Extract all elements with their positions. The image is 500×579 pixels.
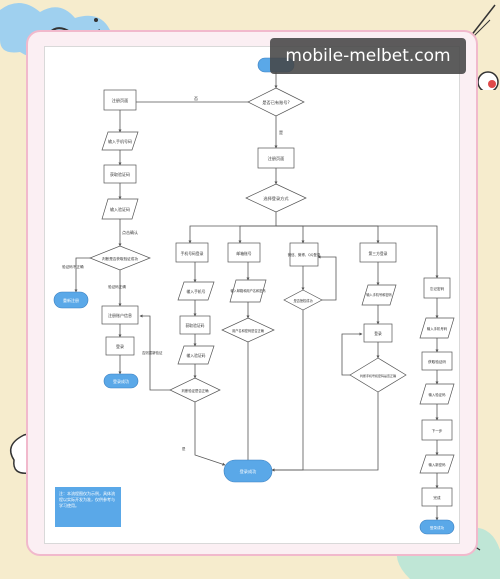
m4-input-label: 输入手机号和密码 (366, 292, 392, 297)
m1-code-label: 获取验证码 (186, 323, 205, 328)
left-end-ok-label: 登录成功 (113, 378, 129, 384)
left-no-label: 验证码不正确 (62, 264, 84, 269)
leaf-decoration-top-right (449, 4, 499, 90)
left-input-code-label: 输入验证码 (110, 206, 130, 212)
left-login (105, 336, 135, 356)
note-box: 注：本流程图仅为示例，具体流程以实际开发为准，仅供参考与学习使用。 (55, 487, 121, 527)
branch-no-label: 否 (194, 96, 198, 101)
right-step1 (423, 277, 451, 299)
right-step7-label: 完成 (433, 495, 441, 500)
left-verify-label: 点击确认 (122, 229, 138, 235)
method-phone-label: 手机号码登录 (181, 251, 204, 256)
left-input-phone-label: 输入手机号码 (108, 138, 132, 144)
method-email-label: 邮箱账号 (236, 251, 251, 256)
m4-login-label: 登录 (374, 331, 382, 336)
left-end-ok (103, 373, 139, 389)
right-step3-label: 获取验证码 (428, 359, 446, 364)
method-thirdparty-label: 第三方登录 (369, 251, 388, 256)
right-step5-label: 下一步 (432, 428, 443, 433)
left-fill-info-label: 注册账户信息 (108, 312, 132, 318)
branch-yes-label: 是 (279, 129, 283, 135)
left-yes-label: 验证码正确 (108, 284, 126, 289)
decision-has-account-label: 是否已有账号? (262, 99, 289, 106)
m1-code (179, 315, 211, 335)
right-step4-label: 输入验证码 (429, 392, 447, 397)
m3-decision (283, 289, 323, 311)
m1-input-label: 输入手机号 (187, 289, 206, 294)
right-step8-label: 登录成功 (430, 525, 445, 530)
decision-select-method (245, 183, 307, 213)
method-thirdparty (359, 242, 397, 263)
right-step6-label: 输入新密码 (429, 462, 447, 467)
m1-input-code-label: 输入验证码 (187, 353, 206, 358)
left-get-code (103, 164, 137, 184)
m1-decision (169, 377, 221, 403)
left-decision (89, 245, 151, 271)
left-end-fail (53, 291, 89, 309)
method-social-label: 微信、微博、QQ登录 (288, 252, 321, 257)
left-login-label: 登录 (116, 343, 124, 349)
right-step3 (421, 351, 453, 371)
left-enter-page-label: 注册页面 (112, 97, 129, 104)
right-step2 (419, 317, 455, 339)
m4-decision-label: 判断手机号和密码是否正确 (360, 373, 396, 378)
left-input-phone (101, 131, 139, 151)
login-page-node (257, 147, 295, 169)
m2-decision (221, 317, 275, 343)
right-step7 (421, 487, 453, 507)
method-phone (175, 242, 209, 263)
login-page-label: 注册页面 (268, 155, 285, 162)
url-banner: mobile-melbet.com (270, 38, 466, 74)
right-step1-label: 忘记密码 (430, 286, 445, 291)
m1-yes-label: 是 (182, 446, 186, 451)
decision-select-method-label: 选择登录方式 (263, 195, 289, 202)
right-step5 (421, 419, 453, 441)
m2-decision-label: 用户名和密码是否正确 (232, 328, 264, 333)
m4-decision (349, 357, 407, 393)
right-step2-label: 输入手机号码 (427, 326, 448, 331)
m2-input-label: 输入邮箱和用户名和密码 (230, 288, 265, 293)
connectors (74, 72, 439, 521)
end-main-label: 登录成功 (240, 468, 257, 475)
right-step4 (419, 383, 455, 405)
m4-login (363, 323, 393, 343)
m1-input-code (177, 345, 215, 365)
m1-fail-label: 否则重新验证 (142, 350, 163, 355)
end-main (223, 459, 273, 483)
m1-input (177, 281, 215, 301)
m4-input (361, 284, 397, 306)
left-end-fail-label: 重新注册 (63, 297, 79, 303)
left-decision-label: 判断是否获取验证成功 (102, 256, 138, 261)
decision-has-account (247, 87, 305, 117)
left-enter-page (103, 89, 137, 111)
m3-decision-label: 是否授权成功 (293, 298, 312, 303)
m1-decision-label: 判断验证是否正确 (181, 388, 209, 393)
left-fill-info (101, 305, 139, 325)
right-step8 (419, 519, 455, 535)
left-get-code-label: 获取验证码 (110, 171, 130, 177)
method-social (289, 242, 319, 267)
right-step6 (419, 454, 455, 474)
left-input-code (101, 198, 139, 220)
method-email (227, 242, 261, 263)
m2-input (229, 279, 267, 303)
